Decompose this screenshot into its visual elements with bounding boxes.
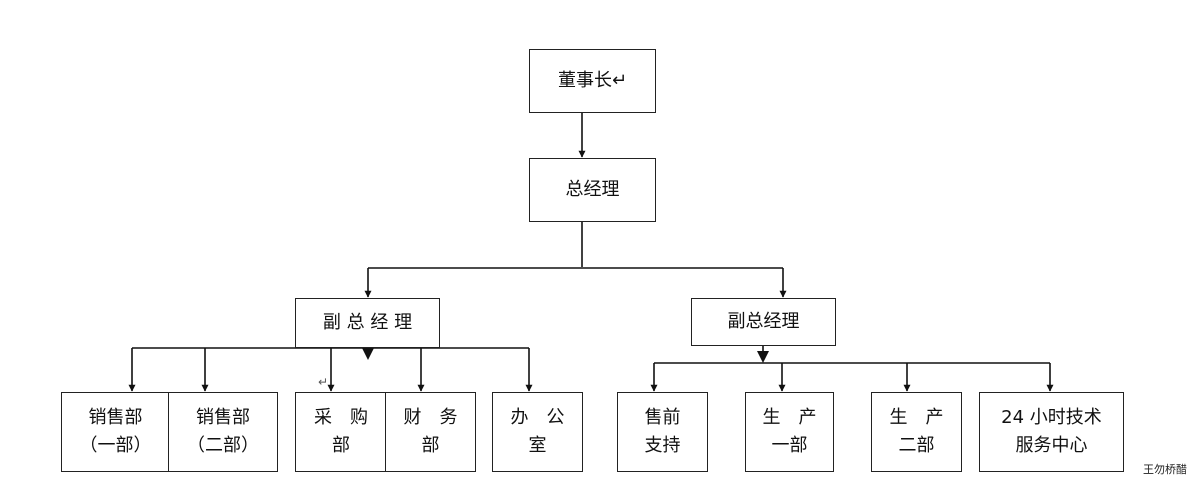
dept-production-1-line2: 一部 [771,435,808,456]
arrow-deputy-left-down [362,348,374,360]
dept-sales-1-line2: （一部） [79,435,152,456]
dept-presales-line2: 支持 [644,435,681,456]
dept-sales-1-line1: 销售部 [88,407,143,429]
dept-production-1-box: 生 产 一部 [745,392,834,472]
dept-sales-2-line2: （二部） [187,435,259,456]
dept-purchasing-box: 采 购 部 [295,392,387,472]
dept-office-line1: 办 公 [510,407,565,429]
deputy-left-label: 副 总 经 理 [322,312,413,334]
dept-sales-2-box: 销售部 （二部） [168,392,278,472]
chairman-label: 董事长↵ [557,70,628,92]
dept-presales-line1: 售前 [644,407,681,429]
dept-service-line2: 服务中心 [1015,435,1088,456]
deputy-manager-right-box: 副总经理 [691,298,836,346]
dept-production-2-line2: 二部 [898,435,935,456]
dept-production-1-line1: 生 产 [762,407,817,429]
arrow-deputy-right-down [757,351,769,363]
watermark: 王勿桥醋 [1143,463,1187,476]
dept-sales-1-box: 销售部 （一部） [61,392,170,472]
dept-service-line1: 24 小时技术 [1001,407,1102,429]
dept-office-box: 办 公 室 [492,392,583,472]
dept-production-2-box: 生 产 二部 [871,392,962,472]
dept-office-line2: 室 [528,435,547,456]
dept-finance-line1: 财 务 [403,407,458,429]
chairman-box: 董事长↵ [529,49,656,113]
deputy-right-label: 副总经理 [727,311,800,333]
dept-purchasing-line1: 采 购 [314,407,368,429]
dept-production-2-line1: 生 产 [889,407,944,429]
dept-purchasing-line2: 部 [332,435,350,456]
dept-sales-2-line1: 销售部 [196,407,250,429]
dept-finance-line2: 部 [421,435,440,456]
stray-return-mark: ↵ [318,375,328,389]
dept-finance-box: 财 务 部 [385,392,476,472]
dept-presales-box: 售前 支持 [617,392,708,472]
dept-service-center-box: 24 小时技术 服务中心 [979,392,1124,472]
deputy-manager-left-box: 副 总 经 理 [295,298,440,348]
general-manager-label: 总经理 [565,179,620,201]
general-manager-box: 总经理 [529,158,656,222]
